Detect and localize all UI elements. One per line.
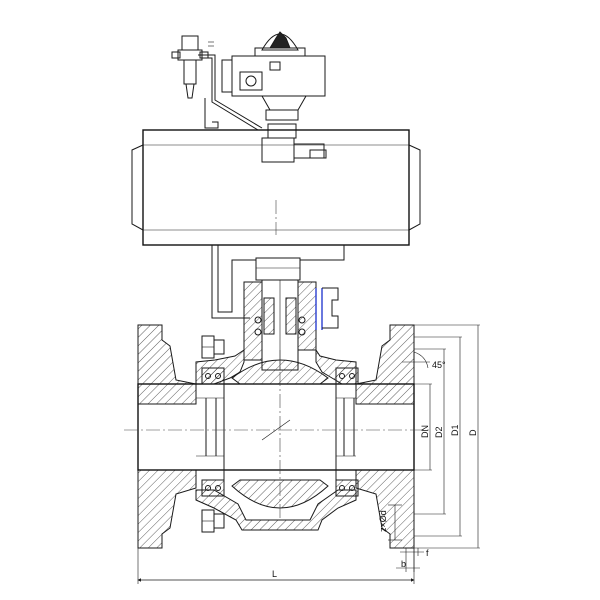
label-l: L — [272, 569, 277, 579]
label-d1: D1 — [450, 424, 460, 436]
label-bolts: z×Ød — [378, 510, 388, 532]
label-d2: D2 — [434, 426, 444, 438]
dimension-lines — [137, 324, 480, 584]
label-b: b — [401, 559, 406, 569]
limit-switch-box — [221, 31, 326, 121]
dimension-labels: 45° DN D2 D1 D z×Ød f b L — [272, 360, 478, 579]
label-dn: DN — [420, 425, 430, 438]
label-angle: 45° — [432, 360, 446, 370]
label-f: f — [426, 548, 429, 558]
label-d: D — [468, 429, 478, 436]
pneumatic-actuator — [131, 129, 421, 246]
stop-bracket — [315, 287, 339, 330]
valve-body — [124, 324, 430, 549]
filter-regulator — [171, 35, 214, 99]
gland-and-stem — [243, 279, 317, 371]
solenoid-valve — [261, 123, 327, 163]
air-tube — [198, 54, 263, 131]
